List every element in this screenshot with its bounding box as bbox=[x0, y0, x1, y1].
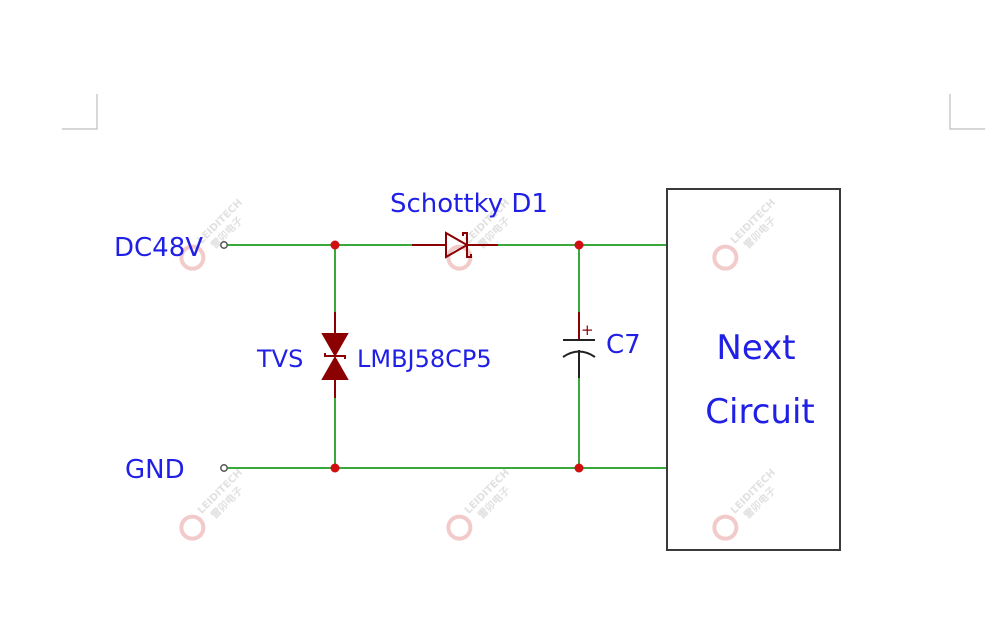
diode-anode-triangle bbox=[445, 231, 470, 259]
terminal-dc48v bbox=[220, 241, 228, 249]
junction-dot bbox=[330, 240, 340, 250]
watermark-logo-icon bbox=[712, 244, 739, 271]
diode-label: Schottky D1 bbox=[390, 189, 548, 219]
junction-dot bbox=[574, 463, 584, 473]
diode-cathode-bar bbox=[462, 232, 472, 258]
tvs-upper-triangle bbox=[321, 333, 349, 358]
watermark-logo-icon bbox=[179, 514, 206, 541]
capacitor-symbol bbox=[562, 312, 596, 378]
crop-marks bbox=[62, 94, 985, 130]
watermark-logo-icon bbox=[179, 244, 206, 271]
block-label-line2: Circuit bbox=[705, 392, 814, 432]
tvs-zener-bar bbox=[324, 353, 346, 359]
schottky-diode-symbol bbox=[412, 231, 498, 259]
junction-dot bbox=[330, 463, 340, 473]
tvs-lower-triangle bbox=[321, 355, 349, 380]
terminal-gnd bbox=[220, 464, 228, 472]
watermark-logo-icon bbox=[712, 514, 739, 541]
capacitor-designator: C7 bbox=[606, 330, 641, 360]
wires bbox=[227, 244, 667, 469]
crop-mark-left bbox=[62, 94, 98, 130]
next-circuit-block bbox=[666, 188, 841, 551]
terminals bbox=[220, 241, 228, 472]
watermark-logo-icon bbox=[446, 514, 473, 541]
net-label-dc48v: DC48V bbox=[114, 233, 203, 263]
tvs-designator: TVS bbox=[256, 345, 303, 373]
junction-dot bbox=[574, 240, 584, 250]
tvs-diode-symbol bbox=[321, 312, 349, 398]
capacitor-polarity: + bbox=[581, 321, 594, 339]
tvs-part-number: LMBJ58CP5 bbox=[357, 345, 492, 373]
block-label-line1: Next bbox=[716, 328, 795, 368]
junctions bbox=[330, 240, 584, 473]
net-label-gnd: GND bbox=[125, 455, 185, 485]
crop-mark-right bbox=[949, 94, 985, 130]
